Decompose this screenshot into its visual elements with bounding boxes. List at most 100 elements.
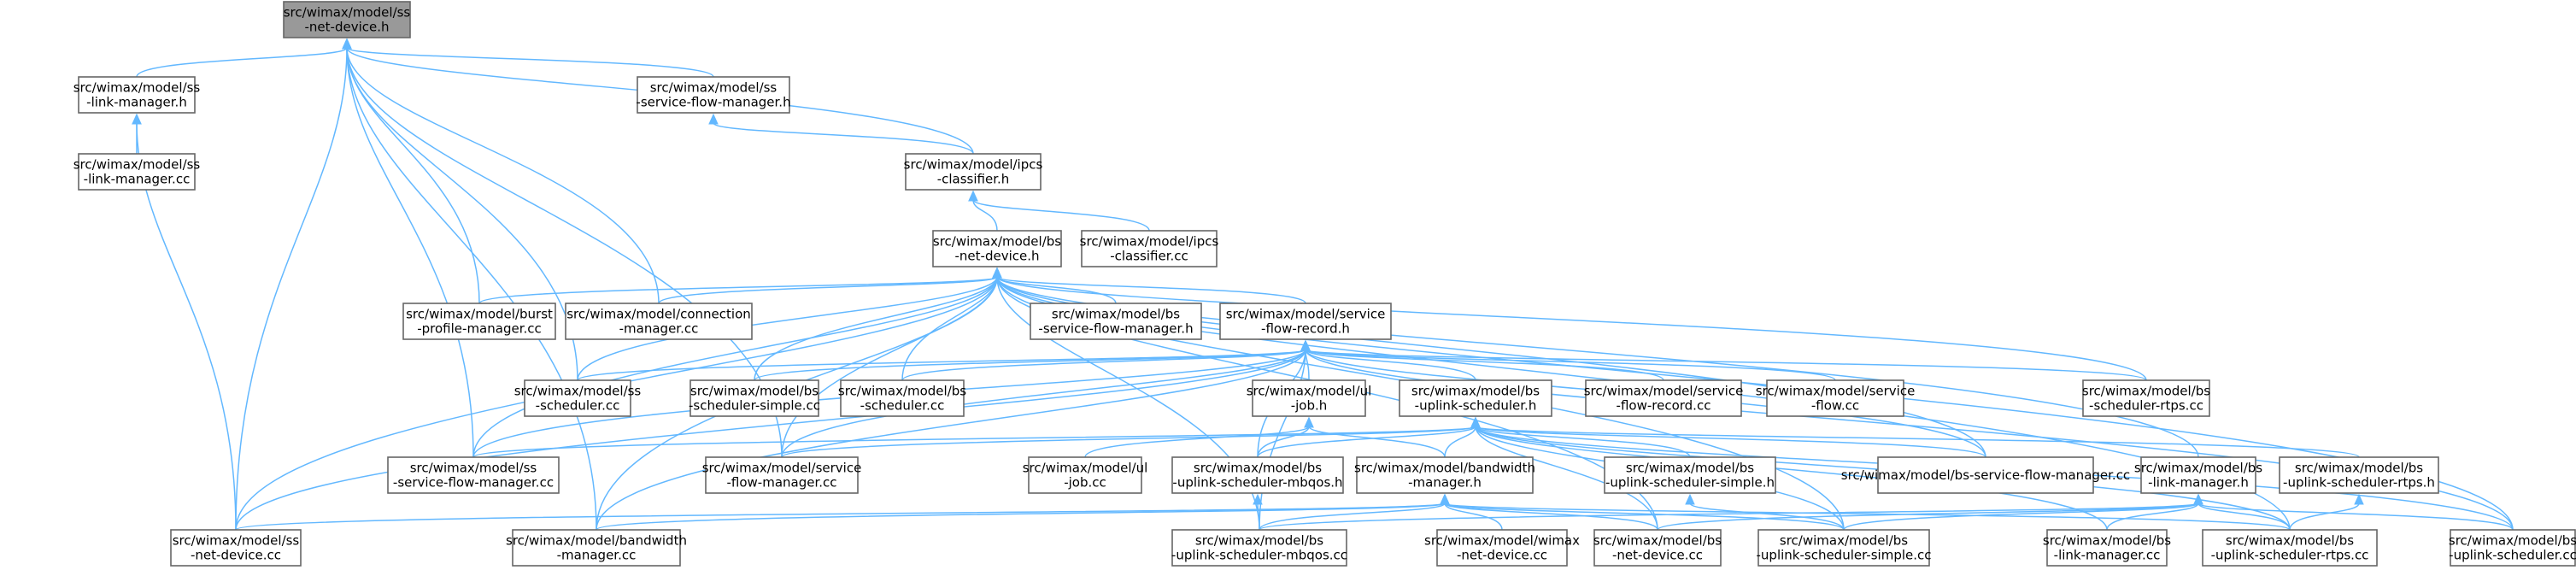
node-box [512,529,681,567]
edge-line [781,276,998,458]
node-bs-net-cc[interactable]: src/wimax/model/bs-net-device.cc [1593,529,1722,567]
node-box [2140,456,2256,494]
edge-bs_ul_rtps_cc-to-bwm_h [1440,493,2291,531]
node-bs-ul-simple-cc[interactable]: src/wimax/model/bs-uplink-scheduler-simp… [1757,529,1932,567]
node-label-line: -link-manager.h [86,95,187,110]
node-bs-sfm-h[interactable]: src/wimax/model/bs-service-flow-manager.… [1030,303,1202,340]
node-box [2082,379,2210,417]
node-bs-sched-rtps-cc[interactable]: src/wimax/model/bs-scheduler-rtps.cc [2082,379,2210,417]
node-bs-link-cc[interactable]: src/wimax/model/bs-link-manager.cc [2043,529,2171,567]
node-bs-link-h[interactable]: src/wimax/model/bs-link-manager.h [2134,456,2262,494]
node-ss-link-cc[interactable]: src/wimax/model/ss-link-manager.cc [73,153,201,191]
node-label-line: -flow.cc [1811,398,1859,414]
node-sfr-cc[interactable]: src/wimax/model/service-flow-record.cc [1584,379,1744,417]
edge-line [1305,349,1476,381]
node-label-line: src/wimax/model/bs [1626,461,1754,476]
node-label-line: src/wimax/model/ss [173,533,300,549]
node-label-line: -classifier.cc [1110,249,1188,264]
edge-bs_net_h-to-ipcs_h [968,190,998,232]
node-ss-link-h[interactable]: src/wimax/model/ss-link-manager.h [73,76,201,114]
node-bs-net-h[interactable]: src/wimax/model/bs-net-device.h [932,230,1062,267]
edge-line [346,47,480,304]
node-ipcs-h[interactable]: src/wimax/model/ipcs-classifier.h [904,153,1043,191]
edge-line [972,199,998,232]
node-ul-job-h[interactable]: src/wimax/model/ul-job.h [1247,379,1372,417]
node-ss-sched-cc[interactable]: src/wimax/model/ss-scheduler.cc [514,379,642,417]
node-label-line: -uplink-scheduler.h [1415,398,1537,414]
node-box [78,153,196,191]
edge-bs_ul_rtps_cc-to-bs_link_h [2193,493,2291,531]
edge-line [1305,349,2514,531]
node-label-line: -uplink-scheduler-mbqos.cc [1171,548,1347,563]
node-label-line: src/wimax/model/connection [566,307,751,322]
node-bwm-cc[interactable]: src/wimax/model/bandwidth-manager.cc [506,529,687,567]
node-label-line: -job.h [1291,398,1328,414]
node-bs-ul-simple-h[interactable]: src/wimax/model/bs-uplink-scheduler-simp… [1604,456,1776,494]
node-box [1585,379,1742,417]
node-bs-sched-cc[interactable]: src/wimax/model/bs-scheduler.cc [838,379,966,417]
node-bs-ul-sched-cc[interactable]: src/wimax/model/bs-uplink-scheduler.cc [2449,529,2576,567]
node-box [2450,529,2576,567]
node-label-line: src/wimax/model/service [702,461,862,476]
node-bwm-h[interactable]: src/wimax/model/bandwidth-manager.h [1354,456,1535,494]
edge-wimax_net_cc-to-bwm_h [1440,493,1503,531]
edge-line [1444,502,2291,531]
node-label-line: -scheduler.cc [536,398,620,414]
edge-line [596,349,1306,531]
node-ul-job-cc[interactable]: src/wimax/model/ul-job.cc [1023,456,1148,494]
edge-line [136,47,348,78]
edge-arrowhead [1685,493,1695,505]
node-label-line: -manager.h [1408,475,1482,491]
edge-sfr_cc-to-sfr_h [1300,339,1664,381]
node-label-line: src/wimax/model/bs [1411,384,1540,399]
node-bs-ul-mbqos-h[interactable]: src/wimax/model/bs-uplink-scheduler-mbqo… [1171,456,1344,494]
node-bs-ul-sched-h[interactable]: src/wimax/model/bs-uplink-scheduler.h [1399,379,1552,417]
node-label-line: src/wimax/model/bs [690,384,819,399]
node-ipcs-cc[interactable]: src/wimax/model/ipcs-classifier.cc [1080,230,1219,267]
node-box [170,529,302,567]
edge-arrowhead [1304,416,1314,428]
node-box [1593,529,1722,567]
edge-arrowhead [2193,493,2203,505]
node-sfm-cc[interactable]: src/wimax/model/service-flow-manager.cc [702,456,862,494]
node-bs-ul-mbqos-cc[interactable]: src/wimax/model/bs-uplink-scheduler-mbqo… [1171,529,1347,567]
graph-edges [132,38,2514,531]
edge-line [1308,426,1446,458]
node-label-line: src/wimax/model/bs [1593,533,1722,549]
node-wimax-net-cc[interactable]: src/wimax/model/wimax-net-device.cc [1424,529,1580,567]
edge-line [996,276,2147,381]
node-box [387,456,560,494]
node-ss-sfm-h[interactable]: src/wimax/model/ss-service-flow-manager.… [636,76,791,114]
edge-sfm_cc-to-bs_ul_sched_h [781,416,1481,458]
node-ss-sfm-cc[interactable]: src/wimax/model/ss-service-flow-manager.… [387,456,560,494]
node-sfr-h[interactable]: src/wimax/model/service-flow-record.h [1219,303,1392,340]
node-label-line: src/wimax/model/burst [406,307,553,322]
edge-line [346,47,660,304]
node-bs-ul-rtps-cc[interactable]: src/wimax/model/bs-uplink-scheduler-rtps… [2202,529,2378,567]
node-label-line: src/wimax/model/bs [2449,533,2576,549]
edge-line [1475,426,1658,531]
node-bs-sched-simple-cc[interactable]: src/wimax/model/bs-scheduler-simple.cc [689,379,820,417]
node-box [1356,456,1534,494]
node-label-line: src/wimax/model/bs [1195,533,1323,549]
node-box [1030,303,1202,340]
edge-line [472,276,998,458]
node-label-line: -profile-manager.cc [417,321,542,337]
edge-line [1305,349,1664,381]
node-sf-cc[interactable]: src/wimax/model/service-flow.cc [1756,379,1916,417]
node-label-line: -uplink-scheduler-simple.h [1605,475,1775,491]
edge-line [235,47,348,531]
node-bs-ul-rtps-h[interactable]: src/wimax/model/bs-uplink-scheduler-rtps… [2279,456,2439,494]
edge-line [972,199,1150,232]
edge-line [1843,502,2199,531]
edge-bs_sched_cc-to-sfr_h [901,339,1311,381]
node-burst-cc[interactable]: src/wimax/model/burst-profile-manager.cc [402,303,556,340]
edge-arrowhead [2354,493,2364,505]
node-ss-net-cc[interactable]: src/wimax/model/ss-net-device.cc [170,529,302,567]
edge-line [1475,426,1691,458]
node-conn-cc[interactable]: src/wimax/model/connection-manager.cc [565,303,753,340]
node-label-line: -scheduler.cc [860,398,945,414]
node-bs-sfm-cc[interactable]: src/wimax/model/bs-service-flow-manager.… [1841,456,2130,494]
node-box [2202,529,2378,567]
